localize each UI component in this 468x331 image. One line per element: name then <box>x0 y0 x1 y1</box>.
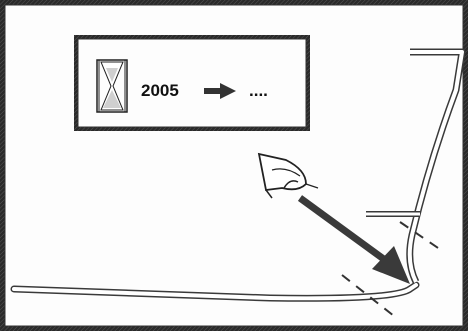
curved-wall <box>406 48 466 284</box>
legend-box: 2005 .... <box>74 35 310 131</box>
hourglass-icon <box>96 59 128 113</box>
arrow-right-icon <box>204 83 236 99</box>
ground-line <box>10 281 420 302</box>
legend-year: 2005 <box>141 81 179 100</box>
direction-arrow-icon <box>297 195 410 284</box>
legend-continuation: .... <box>249 81 268 100</box>
dashed-guide-lower <box>341 274 395 317</box>
boat-icon <box>257 152 319 199</box>
dashed-guide-upper <box>399 221 445 253</box>
